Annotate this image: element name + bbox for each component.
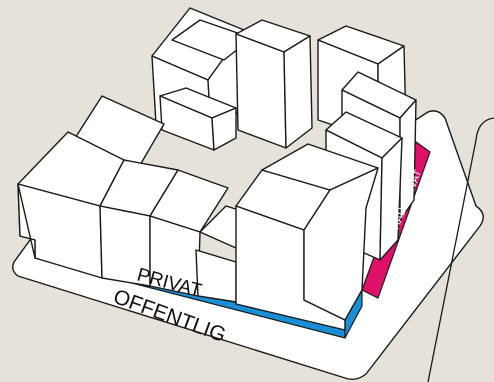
building-front-2 (149, 169, 229, 297)
building-inner (159, 87, 237, 151)
adjacent-plate-edge (427, 117, 494, 382)
building-front-gabled (235, 143, 379, 331)
buildings (17, 7, 417, 331)
public-ground-plate (11, 110, 484, 381)
building-front-left (17, 131, 125, 279)
building-back-middle (171, 19, 313, 149)
